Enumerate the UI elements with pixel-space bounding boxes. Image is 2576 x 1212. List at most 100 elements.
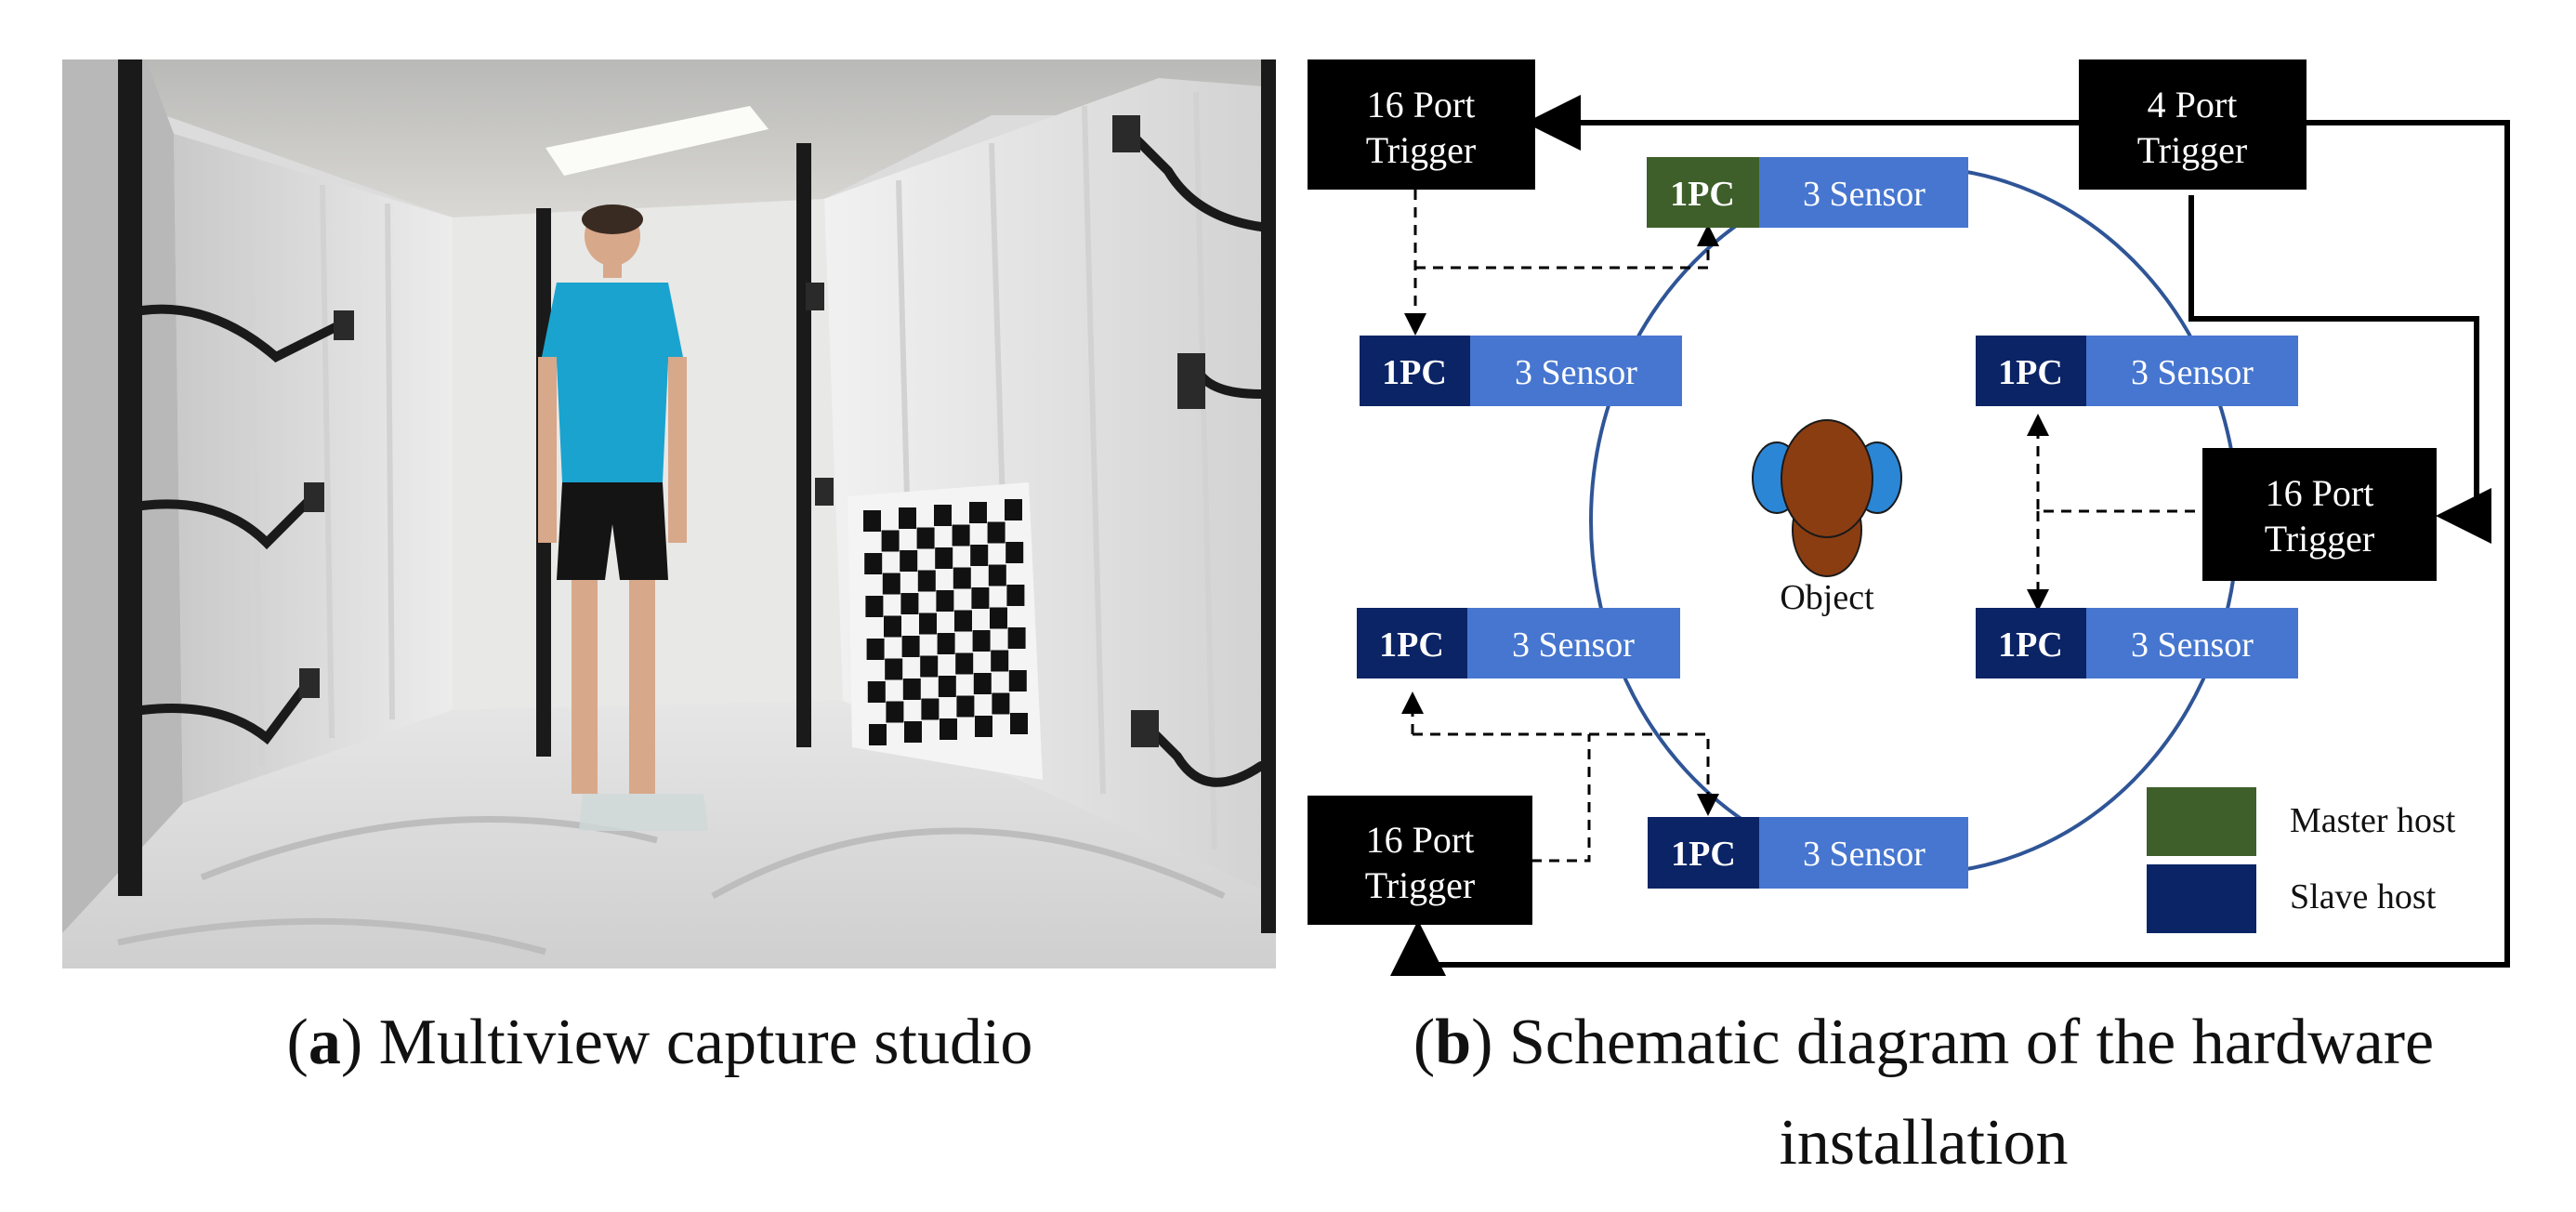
caption-b-label: b	[1435, 1007, 1472, 1078]
checker-cell	[940, 718, 957, 740]
checker-cell	[937, 633, 955, 654]
host-lower-right: 1PC 3 Sensor	[1976, 608, 2298, 678]
checker-cell	[936, 590, 954, 612]
svg-text:4 Port: 4 Port	[2148, 84, 2238, 125]
checker-cell	[1006, 585, 1025, 606]
svg-text:3 Sensor: 3 Sensor	[1803, 175, 1925, 214]
checker-cell	[900, 593, 919, 614]
mannequin	[538, 204, 708, 831]
host-bottom: 1PC 3 Sensor	[1648, 817, 1968, 889]
checker-cell	[1005, 542, 1024, 563]
host-upper-left: 1PC 3 Sensor	[1360, 336, 1682, 406]
checker-cell	[952, 524, 970, 547]
hardware-schematic: 16 Port Trigger 4 Port Trigger 16 Port T…	[1282, 46, 2528, 985]
checker-cell	[899, 507, 916, 529]
caption-a-text: Multiview capture studio	[378, 1007, 1033, 1078]
checker-cell	[953, 567, 971, 589]
checker-cell	[900, 550, 918, 572]
caption-b-line2: installation	[1779, 1107, 2069, 1179]
checker-cell	[916, 527, 935, 549]
checker-cell	[988, 564, 1006, 586]
object-figure	[1752, 419, 1902, 577]
camera-stands	[118, 59, 1276, 933]
svg-text:1PC: 1PC	[1998, 626, 2063, 665]
checker-cell	[1008, 670, 1027, 692]
checker-cell	[970, 545, 989, 566]
checker-cell	[992, 692, 1010, 715]
svg-text:1PC: 1PC	[1382, 353, 1447, 392]
checker-cell	[884, 615, 901, 638]
checker-cell	[921, 698, 940, 720]
svg-text:Trigger: Trigger	[1366, 129, 1477, 171]
sensor-ring	[1589, 165, 2240, 876]
ceiling-light	[545, 106, 769, 176]
caption-a-label: a	[308, 1007, 341, 1078]
sync-wiring	[1401, 190, 2195, 863]
checker-cell	[969, 502, 987, 523]
svg-text:3 Sensor: 3 Sensor	[1512, 626, 1635, 665]
svg-text:1PC: 1PC	[1671, 835, 1736, 874]
svg-text:16 Port: 16 Port	[2266, 472, 2374, 514]
checker-cell	[975, 716, 992, 737]
checker-cell	[1007, 627, 1026, 649]
trigger-16-port-top-left: 16 Port Trigger	[1308, 59, 1535, 190]
checker-cell	[972, 630, 991, 652]
caption-a: (a) Multiview capture studio	[286, 1007, 1033, 1078]
checker-cell	[863, 510, 881, 532]
host-top-master: 1PC 3 Sensor	[1647, 157, 1968, 228]
svg-text:1PC: 1PC	[1379, 626, 1444, 665]
host-upper-right: 1PC 3 Sensor	[1976, 336, 2298, 406]
trigger-4-port-top-right: 4 Port Trigger	[2079, 59, 2307, 190]
camera-arms	[138, 129, 1266, 787]
object-label: Object	[1780, 578, 1874, 617]
svg-text:3 Sensor: 3 Sensor	[2131, 353, 2254, 392]
checker-cell	[881, 530, 900, 552]
host-lower-left: 1PC 3 Sensor	[1357, 608, 1680, 678]
checker-cell	[991, 650, 1009, 672]
svg-text:3 Sensor: 3 Sensor	[1515, 353, 1637, 392]
svg-text:1PC: 1PC	[1998, 353, 2063, 392]
checker-cell	[902, 678, 921, 700]
legend-master-label: Master host	[2290, 801, 2456, 840]
legend-slave-label: Slave host	[2290, 877, 2437, 916]
checker-cell	[885, 658, 903, 680]
svg-text:3 Sensor: 3 Sensor	[1803, 835, 1925, 874]
checker-cell	[973, 673, 992, 694]
checker-cell	[938, 676, 956, 697]
checker-cell	[955, 652, 974, 675]
checker-cell	[869, 724, 887, 745]
legend-slave-swatch	[2147, 864, 2256, 933]
trigger-16-port-bottom-left: 16 Port Trigger	[1308, 796, 1532, 925]
checker-cell	[864, 553, 883, 574]
trigger-16-port-middle-right: 16 Port Trigger	[2202, 448, 2437, 581]
checker-cell	[971, 587, 990, 609]
calibration-checkerboard	[848, 482, 1043, 780]
checker-cell	[920, 655, 939, 678]
checker-cell	[866, 639, 885, 660]
caption-b-line1: Schematic diagram of the hardware	[1508, 1007, 2435, 1078]
cameras	[299, 115, 1205, 747]
svg-text:Trigger: Trigger	[2137, 129, 2248, 171]
checker-cell	[954, 610, 972, 632]
checker-cell	[919, 613, 937, 635]
checker-cell	[990, 607, 1007, 629]
svg-text:3 Sensor: 3 Sensor	[2131, 626, 2254, 665]
checker-cell	[917, 570, 936, 592]
capture-studio-photo	[62, 59, 1276, 968]
checker-cell	[882, 573, 900, 595]
svg-text:16 Port: 16 Port	[1367, 84, 1476, 125]
legend: Master host Slave host	[2147, 787, 2456, 933]
svg-text:1PC: 1PC	[1670, 175, 1735, 214]
checker-cell	[934, 505, 952, 526]
curtain-folds	[245, 91, 1217, 850]
checker-cell	[956, 695, 975, 718]
checker-cell	[865, 596, 884, 617]
checker-cell	[867, 681, 886, 703]
checker-cell	[1005, 499, 1022, 520]
checker-cell	[987, 521, 1005, 544]
trigger-wiring	[1390, 95, 2510, 976]
svg-text:16 Port: 16 Port	[1366, 819, 1475, 861]
checker-cell	[935, 547, 953, 569]
checker-cell	[904, 721, 922, 743]
checker-cell	[886, 701, 904, 723]
